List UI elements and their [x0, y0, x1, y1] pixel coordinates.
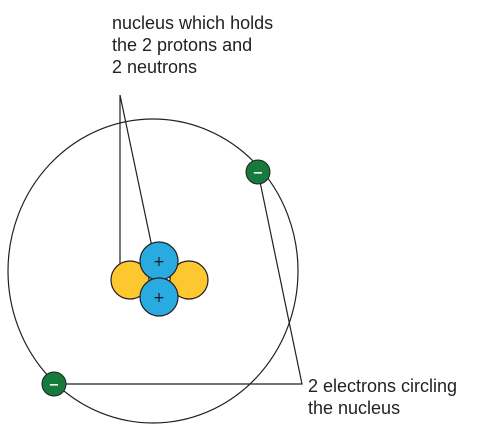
- electrons-label: 2 electrons circling the nucleus: [308, 375, 457, 419]
- proton-top-plus-sign: +: [153, 254, 165, 270]
- nucleus-label-line-2: the 2 protons and: [112, 34, 273, 56]
- nucleus-label-line-1: nucleus which holds: [112, 12, 273, 34]
- electron-top-right-minus-sign: −: [253, 166, 264, 181]
- proton-bottom-plus-sign: +: [153, 290, 165, 306]
- electrons-label-line-1: 2 electrons circling: [308, 375, 457, 397]
- electrons-label-line-2: the nucleus: [308, 397, 457, 419]
- nucleus-label: nucleus which holds the 2 protons and 2 …: [112, 12, 273, 78]
- electron-bottom-left-minus-sign: −: [49, 378, 60, 393]
- nucleus-leader-line: [120, 95, 152, 266]
- nucleus-label-line-3: 2 neutrons: [112, 56, 273, 78]
